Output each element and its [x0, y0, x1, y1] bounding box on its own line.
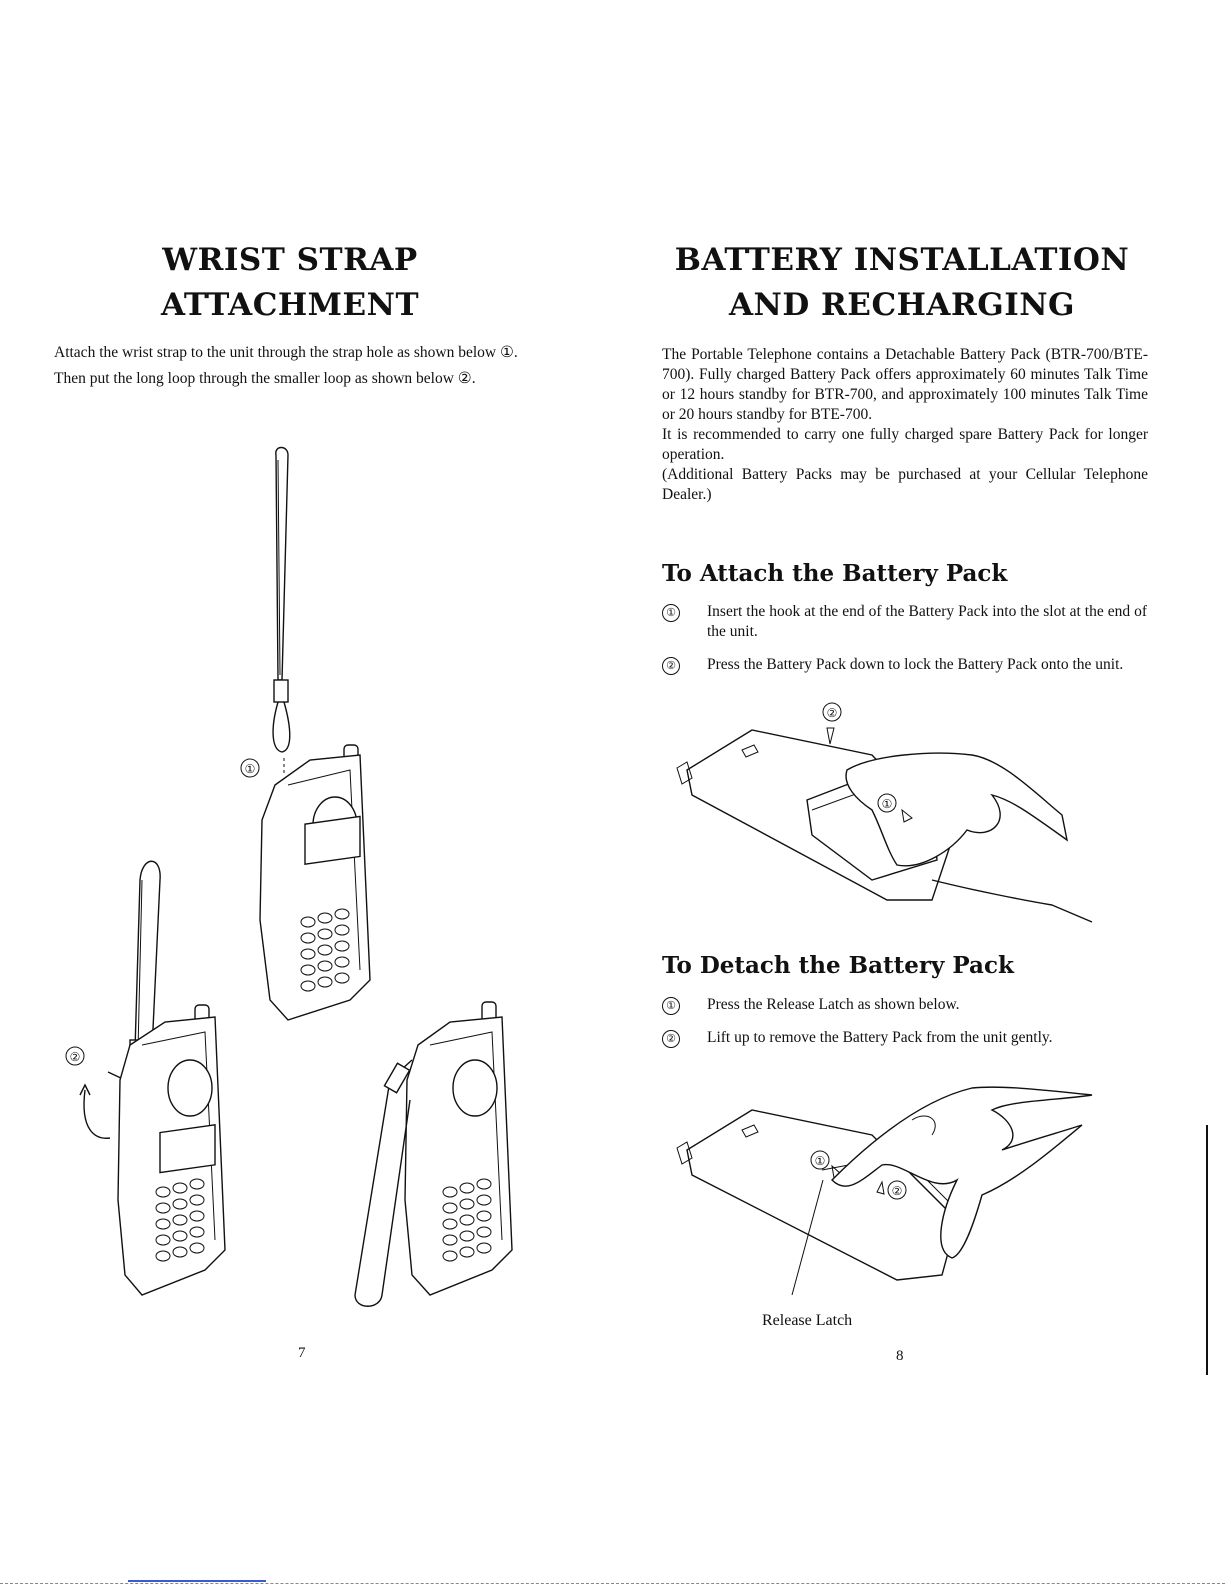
battery-title: BATTERY INSTALLATION AND RECHARGING	[652, 238, 1152, 328]
detach-step-1: ① Press the Release Latch as shown below…	[662, 995, 1148, 1017]
bottom-divider	[0, 1583, 1225, 1585]
bottom-link-indicator	[128, 1580, 266, 1582]
page-number-left: 7	[298, 1345, 306, 1361]
title-line-2: AND RECHARGING	[728, 287, 1076, 323]
detach-heading: To Detach the Battery Pack	[662, 952, 1014, 979]
step-text: Lift up to remove the Battery Pack from …	[707, 1029, 1053, 1046]
detach-battery-illustration: ① ②	[676, 1086, 1093, 1296]
step-text: Insert the hook at the end of the Batter…	[707, 603, 1147, 640]
intro-paragraph-1: The Portable Telephone contains a Detach…	[662, 346, 1148, 423]
figure-label-2: ②	[827, 706, 838, 720]
step-text: Press the Battery Pack down to lock the …	[707, 656, 1124, 673]
figure-label-2: ②	[70, 1050, 81, 1064]
attach-heading: To Attach the Battery Pack	[662, 560, 1008, 587]
intro-paragraph-2: It is recommended to carry one fully cha…	[662, 426, 1148, 463]
phone-illustration-2: ②	[65, 860, 226, 1296]
left-page: WRIST STRAP ATTACHMENT Attach the wrist …	[0, 0, 612, 1585]
right-page: BATTERY INSTALLATION AND RECHARGING The …	[612, 0, 1225, 1585]
step-number: ②	[662, 655, 684, 677]
intro-paragraph-3: (Additional Battery Packs may be purchas…	[662, 466, 1148, 503]
wrist-strap-illustration: ① ②	[65, 446, 513, 1307]
detach-step-2: ② Lift up to remove the Battery Pack fro…	[662, 1028, 1148, 1070]
page-number-right: 8	[896, 1348, 904, 1364]
instruction-paragraph-1: Attach the wrist strap to the unit throu…	[54, 344, 518, 361]
figure-label-1: ①	[882, 797, 893, 811]
attach-battery-illustration: ② ①	[676, 702, 1093, 923]
figure-label-1: ①	[815, 1154, 826, 1168]
attach-step-2: ② Press the Battery Pack down to lock th…	[662, 655, 1148, 697]
instruction-paragraph-2: Then put the long loop through the small…	[54, 370, 476, 387]
wrist-strap-instructions: Attach the wrist strap to the unit throu…	[54, 343, 536, 395]
step-text: Press the Release Latch as shown below.	[707, 996, 960, 1013]
title-line-1: BATTERY INSTALLATION	[674, 242, 1130, 278]
title-line-1: WRIST STRAP	[162, 242, 418, 278]
step-number: ①	[662, 995, 684, 1017]
release-latch-caption: Release Latch	[762, 1312, 853, 1329]
wrist-strap-title: WRIST STRAP ATTACHMENT	[110, 238, 470, 328]
step-number: ②	[662, 1028, 684, 1050]
page-edge-line	[1206, 1125, 1208, 1375]
phone-illustration-3	[354, 1001, 513, 1307]
battery-intro: The Portable Telephone contains a Detach…	[662, 345, 1148, 511]
figure-label-2: ②	[892, 1184, 903, 1198]
figure-label-1: ①	[245, 762, 256, 776]
phone-illustration-1	[259, 744, 371, 1021]
attach-step-1: ① Insert the hook at the end of the Batt…	[662, 602, 1148, 644]
step-number: ①	[662, 602, 684, 624]
title-line-2: ATTACHMENT	[160, 287, 420, 323]
